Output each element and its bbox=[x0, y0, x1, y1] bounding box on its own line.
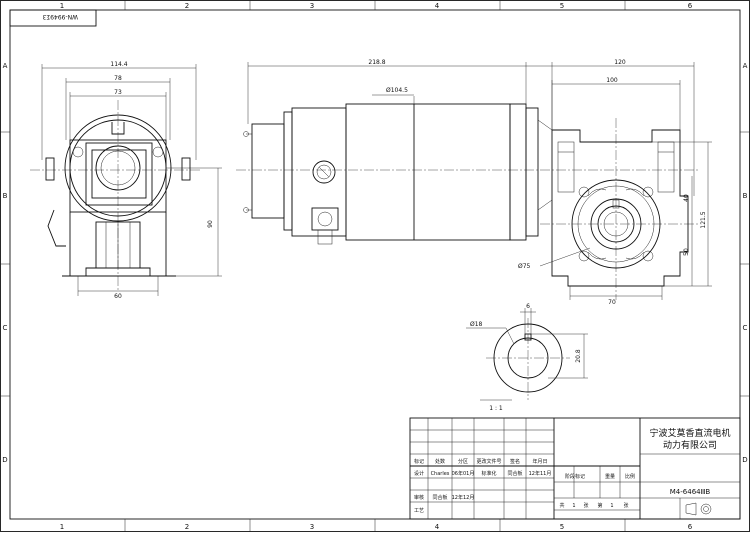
drawing-number-top: WN-9949Ʃ3 bbox=[42, 13, 78, 20]
col-label-1-top: 1 bbox=[60, 2, 64, 10]
tb-sheet-no: 1 bbox=[610, 503, 613, 509]
title-block-grid bbox=[409, 417, 741, 520]
col-label-6-top: 6 bbox=[688, 2, 693, 10]
col-label-3-top: 3 bbox=[310, 2, 314, 10]
col-label-4-bottom: 4 bbox=[435, 523, 440, 531]
tb-label-date: 年月日 bbox=[532, 458, 547, 465]
row-label-d-right: D bbox=[742, 456, 747, 464]
tb-label-signature: 签名 bbox=[510, 458, 520, 465]
gearbox-view bbox=[539, 62, 712, 300]
tb-review-name: 同合板 bbox=[432, 494, 447, 501]
tb-sheet-total-label: 共 bbox=[559, 502, 564, 509]
row-label-d-left: D bbox=[2, 456, 7, 464]
tb-scale-header: 比例 bbox=[625, 473, 635, 480]
tb-standardization-label: 标准化 bbox=[481, 470, 496, 477]
tb-stage-header: 阶段标记 bbox=[565, 473, 585, 480]
tb-sheet-total: 1 bbox=[572, 503, 575, 509]
dim-side-overall-length: 218.8 bbox=[368, 59, 385, 66]
tb-label-mark: 标记 bbox=[414, 458, 424, 465]
dim-gearbox-height-total: 121.5 bbox=[700, 211, 707, 228]
tb-label-count: 处数 bbox=[435, 458, 445, 465]
col-label-5-top: 5 bbox=[560, 2, 564, 10]
tb-weight-header: 重量 bbox=[605, 473, 615, 480]
keyway-detail bbox=[466, 308, 588, 401]
tb-process-label: 工艺 bbox=[414, 508, 424, 514]
col-label-2-top: 2 bbox=[185, 2, 189, 10]
row-label-c-left: C bbox=[3, 324, 8, 332]
col-label-3-bottom: 3 bbox=[310, 523, 314, 531]
dim-front-width-73: 73 bbox=[114, 89, 122, 96]
col-label-1-bottom: 1 bbox=[60, 523, 64, 531]
row-label-a-right: A bbox=[743, 62, 748, 70]
inner-border bbox=[9, 9, 741, 520]
col-label-6-bottom: 6 bbox=[688, 523, 693, 531]
dim-gearbox-width: 100 bbox=[606, 77, 618, 84]
tb-standardization-name: 同合板 bbox=[507, 470, 522, 477]
dim-keyway-width: 6 bbox=[526, 303, 530, 310]
dim-front-width-78: 78 bbox=[114, 75, 122, 82]
tb-review-date: 12年12月 bbox=[452, 494, 475, 501]
dim-gearbox-height-50: 50 bbox=[683, 248, 690, 256]
tb-standardization-date: 12年11月 bbox=[529, 470, 552, 477]
tb-designer-date: 06年01月 bbox=[452, 470, 475, 477]
col-label-4-top: 4 bbox=[435, 2, 440, 10]
tb-review-label: 审核 bbox=[414, 494, 424, 501]
detail-scale: 1 : 1 bbox=[489, 405, 503, 412]
col-label-2-bottom: 2 bbox=[185, 523, 189, 531]
tb-designer-name: Charles bbox=[431, 471, 450, 477]
dim-front-base-width: 60 bbox=[114, 293, 122, 300]
row-label-c-right: C bbox=[743, 324, 748, 332]
front-view bbox=[30, 64, 222, 296]
drawing-number-box bbox=[9, 9, 97, 27]
dim-side-gearbox-length: 120 bbox=[614, 59, 626, 66]
dim-gearbox-base-width: 70 bbox=[608, 299, 616, 306]
dim-bore-diameter: Ø18 bbox=[470, 321, 483, 328]
company-name-line2: 动力有限公司 bbox=[663, 439, 717, 451]
tb-label-change-doc: 更改文件号 bbox=[476, 458, 501, 465]
dim-gearbox-height-40: 40 bbox=[683, 194, 690, 202]
side-view bbox=[236, 62, 700, 245]
tb-sheet-no-unit: 张 bbox=[623, 502, 628, 509]
tb-sheet-total-unit: 张 bbox=[583, 502, 588, 509]
dim-flange-diameter: Ø75 bbox=[518, 263, 531, 270]
dim-motor-diameter: Ø104.5 bbox=[386, 87, 408, 94]
company-name-line1: 宁波艾莫香直流电机 bbox=[649, 427, 730, 439]
row-label-b-left: B bbox=[3, 192, 8, 200]
tb-sheet-no-label: 第 bbox=[597, 502, 602, 509]
col-label-5-bottom: 5 bbox=[560, 523, 564, 531]
part-number: M4-6464ⅢB bbox=[670, 488, 711, 496]
row-label-b-right: B bbox=[743, 192, 748, 200]
row-label-a-left: A bbox=[3, 62, 8, 70]
tb-label-zone: 分区 bbox=[458, 458, 468, 465]
dim-front-height: 90 bbox=[207, 220, 214, 228]
tb-designer-label: 设计 bbox=[414, 470, 424, 477]
dim-keyway-depth: 20.8 bbox=[575, 349, 582, 363]
dim-front-total-width: 114.4 bbox=[110, 61, 127, 68]
